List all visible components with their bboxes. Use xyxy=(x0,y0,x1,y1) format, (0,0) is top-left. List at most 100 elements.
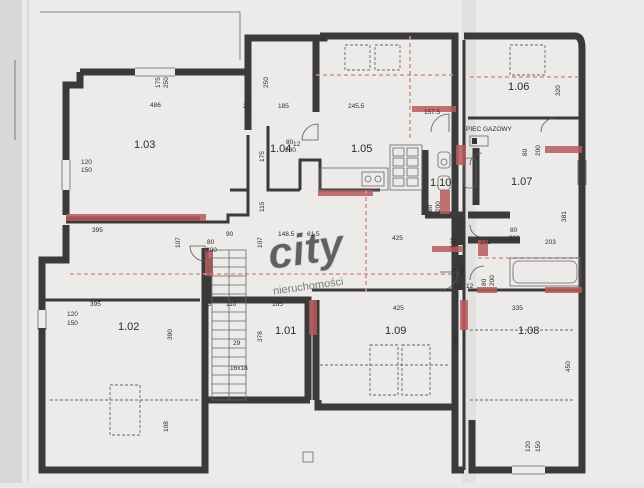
door-109 xyxy=(439,271,459,291)
dim-16x18: 16x18 xyxy=(230,365,248,372)
room-label-110: 1.10 xyxy=(430,177,451,189)
dim-108: 108 xyxy=(163,421,170,432)
redline-vertical xyxy=(365,36,411,292)
room-label-105: 1.05 xyxy=(351,143,372,155)
dim-169: 169 xyxy=(450,237,457,248)
svg-text:200: 200 xyxy=(489,275,496,286)
bathroom-fixtures xyxy=(437,151,581,287)
watermark-brand: city xyxy=(265,220,349,279)
dim-120-150-a-1: 120 xyxy=(81,159,92,166)
dim-203: 203 xyxy=(545,239,556,246)
boiler-label: PIEC GAZOWY xyxy=(466,126,513,133)
hatch-wall-108a xyxy=(460,300,468,330)
hatch-wall-101 xyxy=(309,300,317,335)
dim-175v: 175 xyxy=(259,151,266,162)
window-103-left xyxy=(61,160,71,190)
stove-burner xyxy=(392,157,405,167)
dim-120-150-b-1: 120 xyxy=(67,311,78,318)
door-107 xyxy=(469,224,483,238)
dim-115: 115 xyxy=(259,201,266,212)
dim-80-200-a-1: 80 xyxy=(286,139,294,146)
door-106 xyxy=(540,117,556,133)
kitchen-counter xyxy=(319,144,423,191)
dim-157-5: 157.5 xyxy=(424,109,441,116)
dim-120-150-c-1: 120 xyxy=(525,441,532,452)
window-103-top xyxy=(135,67,175,77)
svg-text:150: 150 xyxy=(535,441,542,452)
dim-185: 185 xyxy=(278,103,289,110)
dim-80-200-e-1: 80 xyxy=(427,204,434,212)
dim-380: 380 xyxy=(453,335,460,346)
exterior-wall-top xyxy=(80,32,464,474)
dim-90: 90 xyxy=(226,231,234,238)
room-label-102: 1.02 xyxy=(118,321,139,333)
dim-12c: 12 xyxy=(466,283,474,290)
dim-320: 320 xyxy=(555,85,562,96)
dim-107a: 107 xyxy=(175,237,182,248)
hatch-wall-108b xyxy=(478,240,488,256)
room-label-109: 1.09 xyxy=(385,325,406,337)
right-wing-wall xyxy=(464,32,586,474)
dim-425a: 425 xyxy=(392,235,403,242)
stove-burner xyxy=(392,177,405,187)
dim-335: 335 xyxy=(512,305,523,312)
dim-80-200-c-2: 200 xyxy=(509,235,520,242)
dimension-labels: 486 25 185 245.5 157.5 395 90 148.5 61.5… xyxy=(67,102,556,372)
stove-burner xyxy=(406,147,419,157)
dim-390: 390 xyxy=(167,329,174,340)
hatch-wall-103 xyxy=(66,214,206,221)
dim-250v: 250 xyxy=(263,77,270,88)
wall-110 xyxy=(421,150,464,245)
boiler-icon xyxy=(469,135,489,147)
redline-top xyxy=(316,74,580,78)
stove-burner xyxy=(406,157,419,167)
wall-103-bottom xyxy=(66,135,250,224)
room-label-103: 1.03 xyxy=(134,139,155,151)
dim-12b: 12 xyxy=(454,283,462,290)
dim-110: 110 xyxy=(226,301,237,308)
wall-107-bottom xyxy=(468,211,520,244)
room-label-106: 1.06 xyxy=(508,81,529,93)
hatch-wall-kitchen xyxy=(318,190,373,196)
dim-80-200-a-2: 200 xyxy=(285,147,296,154)
dim-395b: 395 xyxy=(90,301,101,308)
svg-text:200: 200 xyxy=(459,265,466,276)
dim-120-150-a-2: 150 xyxy=(81,167,92,174)
dim-165: 165 xyxy=(272,301,283,308)
boiler-icon-mark xyxy=(472,138,477,144)
dim-120-150-b-2: 150 xyxy=(67,320,78,327)
door-108 xyxy=(469,265,485,281)
door-104 xyxy=(301,123,319,141)
dim-148-5: 148.5 xyxy=(278,231,295,238)
dim-25b: 25 xyxy=(204,301,212,308)
hatch-wall-110c xyxy=(432,246,462,252)
dim-245-5: 245.5 xyxy=(348,103,365,110)
stove-burner xyxy=(406,177,419,187)
outline-top-left xyxy=(40,11,241,60)
dim-61-5: 61.5 xyxy=(307,231,320,238)
paper-edge-left xyxy=(0,0,22,483)
dim-486: 486 xyxy=(150,102,161,109)
dim-80-200-f-1: 80 xyxy=(451,268,458,276)
dim-381: 381 xyxy=(561,211,568,222)
hatch-wall-107 xyxy=(545,146,582,153)
hatch-wall-stair xyxy=(205,250,213,276)
dim-145: 145 xyxy=(480,239,491,246)
dim-29: 29 xyxy=(233,340,241,347)
svg-text:200: 200 xyxy=(535,145,542,156)
dim-80-200-c-1: 80 xyxy=(510,227,518,234)
dim-395a: 395 xyxy=(92,227,103,234)
city-watermark: city nieruchomości xyxy=(264,219,349,297)
hatch-wall-110a xyxy=(456,145,466,165)
door-105 xyxy=(430,113,450,133)
staircase xyxy=(211,249,247,401)
vertical-dimension-labels: 175 250 250 320 175 115 107 107 169 390 … xyxy=(155,77,572,452)
stove-burner xyxy=(392,167,405,177)
dim-80-200-g-1: 80 xyxy=(481,278,488,286)
dim-107b: 107 xyxy=(257,237,264,248)
wall-101 xyxy=(204,258,312,400)
window-108-bottom xyxy=(512,465,545,475)
